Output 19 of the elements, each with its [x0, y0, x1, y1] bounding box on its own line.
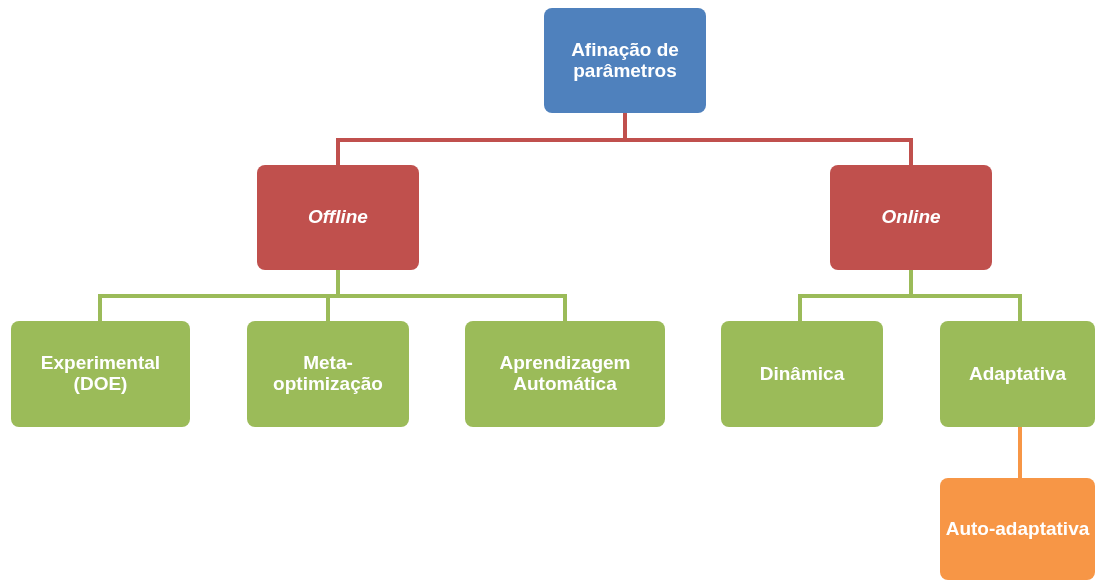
category-box — [465, 321, 665, 427]
category-label: Experimental (DOE) — [39, 353, 162, 395]
category-box — [247, 321, 409, 427]
category-box — [721, 321, 883, 427]
category-box — [940, 321, 1095, 427]
category-box — [11, 321, 190, 427]
category-box — [257, 165, 419, 270]
category-box — [940, 478, 1095, 580]
category-box — [830, 165, 992, 270]
category-label: Adaptativa — [968, 363, 1067, 385]
category-label: Afinação de parâmetros — [570, 39, 680, 82]
category-label: Aprendizagem Automática — [498, 353, 632, 395]
category-box — [544, 8, 706, 113]
category-label: Dinâmica — [759, 363, 845, 385]
category-label: Auto-adaptativa — [945, 518, 1090, 540]
category-label: Offline — [308, 207, 368, 228]
category-label: Online — [881, 207, 941, 228]
category-label: Meta-optimização — [272, 353, 384, 395]
connector-line — [1018, 427, 1022, 478]
